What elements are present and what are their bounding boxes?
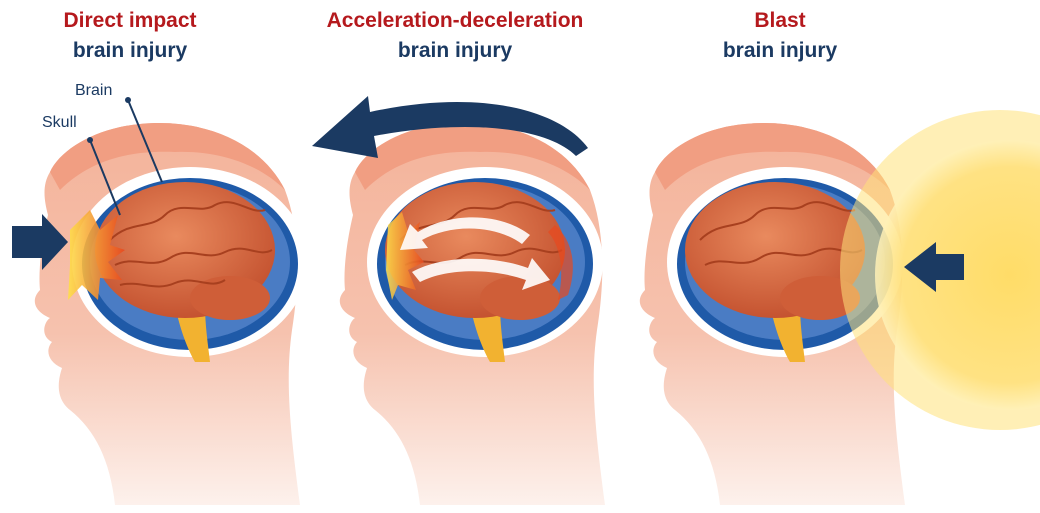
cerebellum <box>480 276 560 320</box>
title-top: Blast <box>670 6 890 36</box>
panel-title-acceleration-deceleration: Acceleration-deceleration brain injury <box>290 6 620 66</box>
panel-blast <box>640 110 1040 505</box>
panel-direct-impact <box>12 97 308 505</box>
panel-title-direct-impact: Direct impact brain injury <box>20 6 240 66</box>
brain-label: Brain <box>75 82 112 100</box>
title-top: Direct impact <box>20 6 240 36</box>
panel-acceleration-deceleration <box>312 96 605 505</box>
panel-title-blast: Blast brain injury <box>670 6 890 66</box>
title-top: Acceleration-deceleration <box>290 6 620 36</box>
brain-pointer-dot <box>125 97 131 103</box>
title-bottom: brain injury <box>670 36 890 66</box>
title-bottom: brain injury <box>20 36 240 66</box>
skull-label: Skull <box>42 114 77 132</box>
skull-pointer-dot <box>87 137 93 143</box>
title-bottom: brain injury <box>290 36 620 66</box>
